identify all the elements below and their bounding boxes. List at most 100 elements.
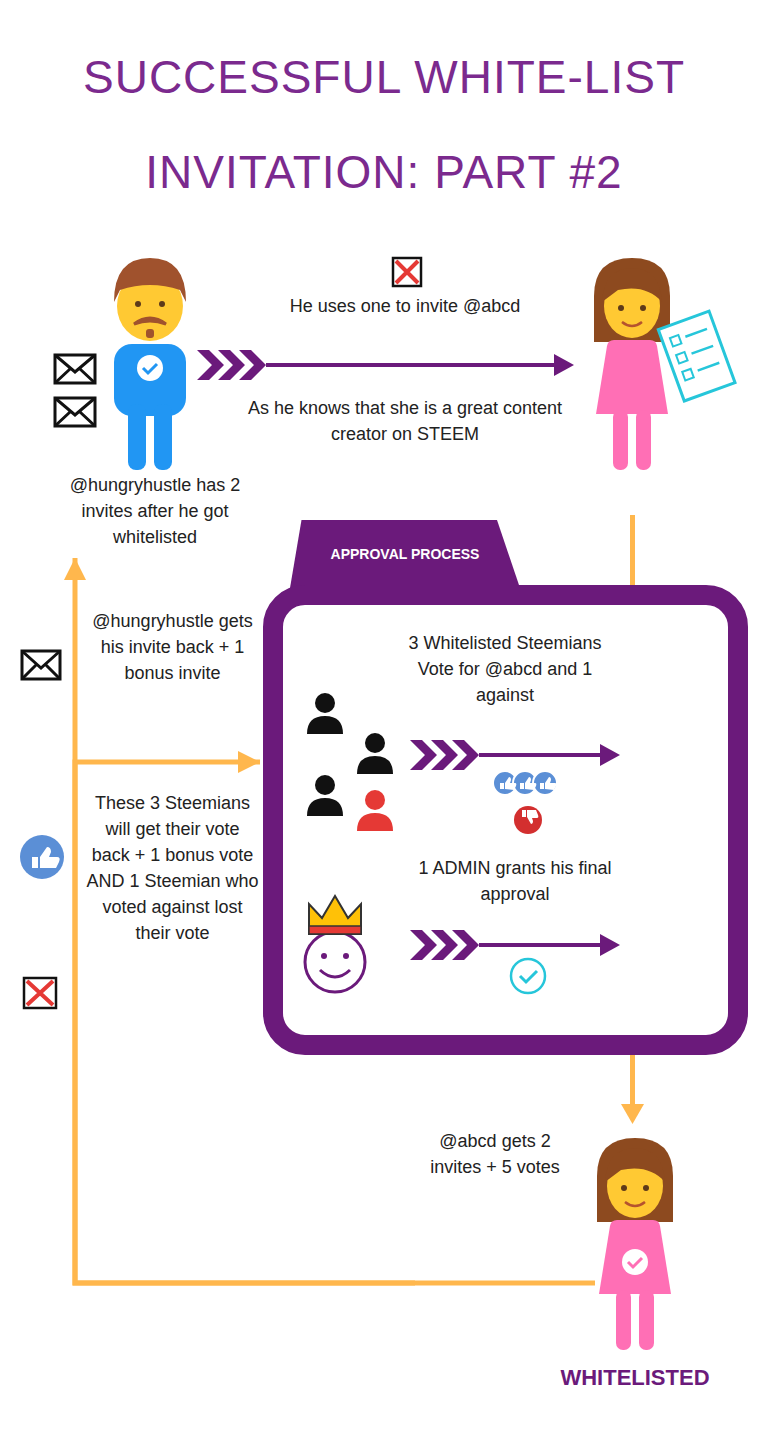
vote-icons	[522, 810, 538, 824]
vote-icons	[493, 771, 517, 795]
woman-figure	[594, 258, 735, 470]
cross-icon	[393, 258, 421, 286]
woman-figure	[658, 311, 735, 401]
admin-icon	[309, 926, 361, 934]
envelope-icon	[55, 398, 95, 426]
chevron-arrow	[197, 350, 224, 380]
chevron-arrow	[431, 740, 458, 770]
envelope-icon	[55, 355, 95, 426]
woman-figure	[597, 1138, 673, 1350]
chevron-arrow	[600, 744, 620, 766]
chevron-arrow	[410, 740, 437, 770]
man-figure	[135, 301, 141, 307]
voter-icons	[365, 733, 385, 753]
voter-icons	[365, 790, 385, 810]
admin-icon	[343, 953, 349, 959]
status-label: WHITELISTED	[520, 1364, 750, 1392]
note-text: He uses one to invite @abcd	[285, 293, 525, 319]
man-figure	[114, 258, 186, 302]
flow-connector	[75, 558, 415, 1283]
approval-panel: 3 Whitelisted Steemians Vote for @abcd a…	[263, 520, 748, 1055]
chevron-arrow	[554, 354, 574, 376]
envelope-icon	[22, 651, 60, 679]
admin-icon	[309, 896, 361, 934]
note-text: These 3 Steemians will get their vote ba…	[85, 790, 260, 946]
voter-icons	[315, 775, 335, 795]
panel-frame	[263, 585, 748, 1055]
man-figure	[146, 329, 154, 338]
chevron-arrow	[600, 934, 620, 956]
man-figure	[134, 318, 166, 324]
person-node: @hungryhustle has 2 invites after he got…	[50, 250, 260, 554]
envelope-icon	[55, 355, 95, 383]
voter-icons	[307, 693, 393, 831]
note-text: As he knows that she is a great content …	[240, 395, 570, 447]
vote-step: 3 Whitelisted Steemians Vote for @abcd a…	[385, 628, 625, 712]
chevron-arrow	[452, 930, 479, 960]
woman-figure	[594, 258, 670, 470]
flow-connector	[75, 762, 415, 1283]
vote-icons	[514, 806, 542, 834]
thumb-icon	[20, 835, 64, 879]
cross-icon	[24, 978, 56, 1008]
chevron-arrow	[239, 350, 266, 380]
node-text: 1 ADMIN grants his final approval	[405, 855, 625, 907]
flow-line	[630, 1050, 635, 1106]
voter-icons	[315, 693, 335, 713]
node-text: @hungryhustle has 2 invites after he got…	[50, 472, 260, 550]
chevron-arrow	[410, 930, 437, 960]
cross-icon	[27, 981, 53, 1005]
approval-check	[520, 971, 537, 982]
chevron-arrow	[218, 350, 245, 380]
admin-icon	[321, 953, 327, 959]
voter-icons	[357, 756, 393, 774]
cross-icon	[393, 258, 421, 286]
voter-icons	[307, 798, 343, 816]
diagram-title: SUCCESSFUL WHITE-LIST INVITATION: PART #…	[24, 30, 744, 220]
vote-icons	[533, 771, 557, 795]
vote-icons	[520, 777, 536, 790]
admin-icon	[305, 896, 365, 992]
chevron-arrow	[266, 363, 556, 367]
cross-icon	[24, 978, 56, 1008]
woman-figure	[685, 329, 719, 371]
chevron-arrow	[431, 930, 458, 960]
envelope-icon	[55, 355, 95, 383]
chevron-arrow	[410, 740, 620, 770]
vote-icons	[540, 777, 556, 790]
approval-check	[511, 959, 545, 993]
flow-line	[621, 1104, 644, 1124]
man-figure	[143, 364, 157, 373]
flow-line	[415, 1281, 595, 1286]
chevron-arrow	[197, 350, 574, 380]
man-figure	[137, 355, 163, 381]
result-node: @abcd gets 2 invites + 5 votesWHITELISTE…	[415, 1120, 755, 1396]
woman-figure	[622, 1249, 648, 1275]
approval-check	[511, 959, 545, 993]
man-figure	[128, 404, 146, 470]
man-figure	[114, 258, 186, 470]
note-text: @hungryhustle gets his invite back + 1 b…	[85, 608, 260, 686]
vote-icons	[500, 777, 516, 790]
woman-figure	[658, 311, 735, 401]
admin-step: 1 ADMIN grants his final approval	[395, 853, 635, 911]
chevron-arrow	[479, 943, 603, 947]
vote-icons	[493, 771, 557, 834]
voter-icons	[357, 813, 393, 831]
chevron-arrow	[479, 753, 603, 757]
panel-heading: APPROVAL PROCESS	[290, 520, 520, 588]
node-text: @abcd gets 2 invites + 5 votes	[420, 1128, 570, 1180]
man-figure	[159, 301, 165, 307]
admin-icon	[320, 970, 350, 977]
woman-figure	[676, 352, 688, 364]
man-figure	[154, 404, 172, 470]
vote-icons	[513, 771, 537, 795]
woman-figure	[597, 1138, 673, 1350]
envelope-icon	[55, 398, 95, 426]
woman-figure	[682, 369, 694, 381]
envelope-icon	[22, 651, 60, 679]
envelope-icon	[22, 651, 60, 679]
